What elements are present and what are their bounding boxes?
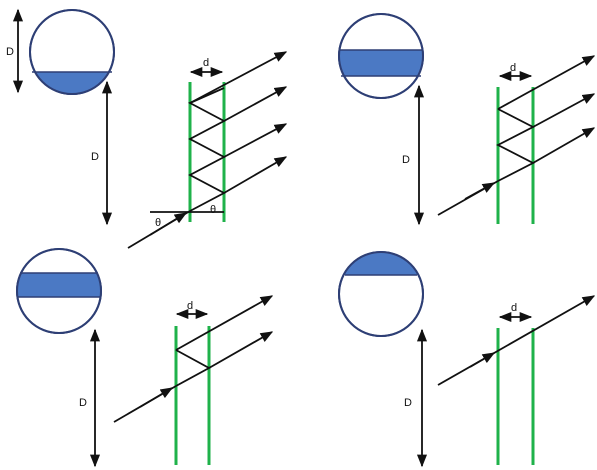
- incoming-ray-arrow-3: [139, 387, 174, 408]
- outgoing-ray-2a: [532, 127, 596, 164]
- panel-3: D d: [16, 248, 274, 468]
- label-theta-right: θ: [210, 204, 216, 216]
- panel-2: D d: [338, 13, 596, 226]
- label-D-4: D: [404, 397, 412, 409]
- outgoing-ray-1b: [223, 123, 288, 158]
- panel-1: D D d θ θ: [6, 8, 288, 249]
- label-d-1: d: [203, 57, 209, 69]
- outgoing-ray-3a: [208, 331, 274, 369]
- label-D-3: D: [79, 397, 87, 409]
- label-d-2: d: [510, 62, 516, 74]
- ray-4-midarrow: [469, 352, 496, 368]
- label-D-2: D: [402, 154, 410, 166]
- incoming-ray-arrow-2: [464, 182, 496, 200]
- outgoing-ray-3b: [175, 295, 274, 351]
- aperture-circle-3: [16, 248, 102, 334]
- label-theta-left: θ: [155, 217, 161, 229]
- zigzag-3: [175, 349, 211, 387]
- outgoing-ray-1d: [189, 51, 288, 104]
- outgoing-ray-2c: [497, 55, 596, 110]
- aperture-circle-4: [338, 251, 424, 337]
- label-d-3: d: [187, 300, 193, 312]
- outgoing-ray-2b: [532, 93, 596, 128]
- band-3: [17, 273, 101, 297]
- label-D-small: D: [6, 46, 14, 58]
- band-1: [30, 72, 114, 94]
- ray-4: [437, 295, 596, 386]
- outgoing-ray-1a: [223, 156, 288, 194]
- incoming-ray-arrow-1: [149, 212, 188, 236]
- zigzag-2: [496, 108, 535, 182]
- aperture-circle-2: [338, 13, 424, 99]
- outgoing-ray-1c: [223, 86, 288, 122]
- panel-4: D d: [338, 251, 596, 468]
- aperture-circle-1: [29, 9, 115, 95]
- label-D-1: D: [91, 151, 99, 163]
- label-d-4: d: [511, 302, 517, 314]
- band-2: [339, 50, 423, 76]
- zigzag-1: [187, 87, 226, 212]
